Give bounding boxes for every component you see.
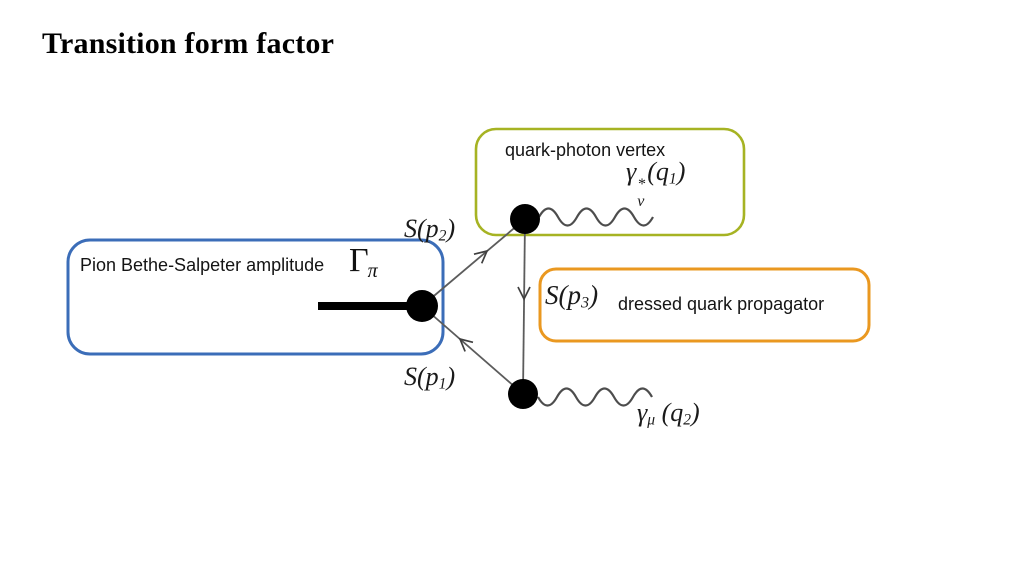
- photon-q1-label: γ*ν(q1): [626, 157, 685, 210]
- photon-wave-q1: [538, 207, 654, 227]
- q1-open: (q: [647, 157, 669, 186]
- pion-amplitude-label: Pion Bethe-Salpeter amplitude: [80, 255, 325, 275]
- s-p2-subscript: 2: [438, 227, 447, 245]
- pion-vertex-dot: [406, 290, 438, 322]
- s-p3-base: S(p: [545, 280, 581, 310]
- s-p1-subscript: 1: [438, 375, 447, 393]
- q2-open: (q: [655, 398, 684, 427]
- quark-propagator-label: dressed quark propagator: [618, 294, 825, 314]
- s-p2-close: ): [446, 214, 456, 243]
- quark-propagator-box: [538, 267, 871, 343]
- arrow-p1: [458, 337, 474, 352]
- s-p1-base: S(p: [404, 362, 439, 391]
- s-p3-label: S(p3): [545, 280, 598, 312]
- q2-close: ): [691, 398, 700, 427]
- mu-subscript: μ: [647, 411, 656, 429]
- quark-photon-vertex-box: [474, 127, 746, 237]
- quark-line-p2: [421, 218, 526, 307]
- pi-subscript: π: [367, 260, 378, 282]
- s-p2-base: S(p: [404, 214, 439, 243]
- s-p1-close: ): [446, 362, 456, 391]
- gamma-symbol: γ: [626, 157, 637, 186]
- arrow-p3: [517, 286, 531, 301]
- photon-q2-label: γμ (q2): [637, 398, 700, 429]
- gamma-scripts: *ν: [637, 177, 645, 210]
- arrow-p2: [473, 249, 489, 264]
- s-p1-label: S(p1): [404, 362, 455, 393]
- pion-amplitude-box: [66, 238, 445, 356]
- s-p2-label: S(p2): [404, 214, 455, 245]
- photon-wave-q2: [537, 387, 653, 407]
- q1-close: ): [676, 157, 686, 186]
- star-superscript: *: [637, 176, 646, 193]
- s-p3-subscript: 3: [581, 293, 590, 312]
- gamma-pi-label: Γπ: [349, 241, 378, 283]
- quark-line-p1: [421, 305, 524, 395]
- gamma-mu-symbol: γ: [637, 398, 648, 427]
- s-p3-close: ): [589, 280, 599, 310]
- q2-subscript: 2: [683, 411, 692, 429]
- slide-title: Transition form factor: [42, 27, 335, 60]
- quark-photon-vertex-label: quark-photon vertex: [505, 140, 666, 160]
- quark-line-p3: [522, 218, 526, 395]
- top-photon-vertex-dot: [510, 204, 540, 234]
- capital-gamma-symbol: Γ: [349, 242, 369, 279]
- q1-subscript: 1: [668, 170, 677, 188]
- bottom-photon-vertex-dot: [508, 379, 538, 409]
- nu-subscript: ν: [637, 193, 645, 210]
